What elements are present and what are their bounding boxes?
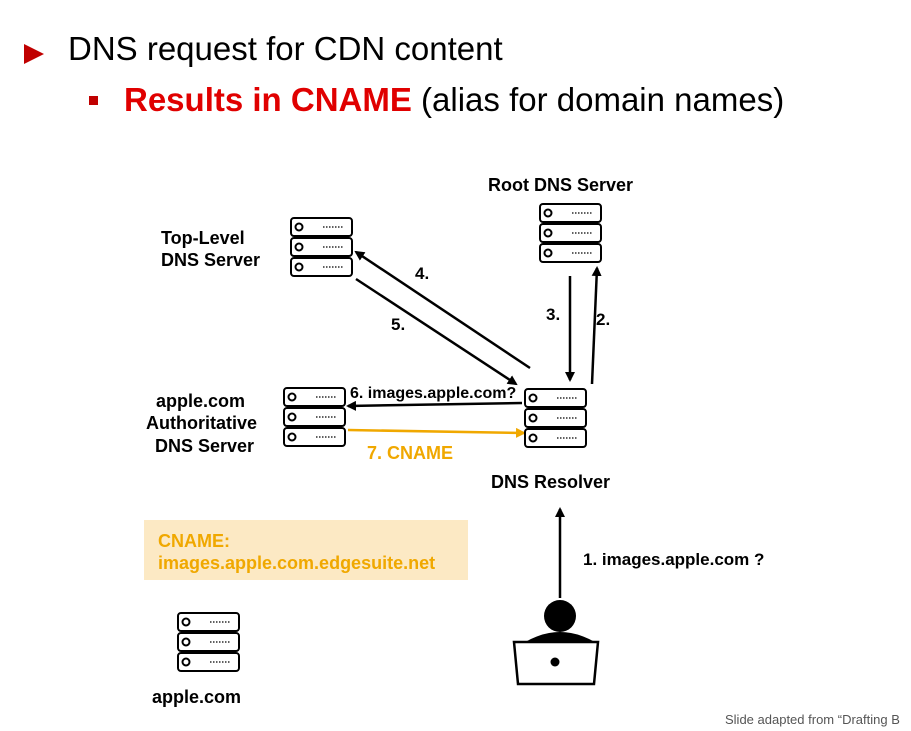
cname-text: CNAME: images.apple.com.edgesuite.net	[158, 530, 435, 574]
tld-server-icon	[290, 217, 353, 277]
user-laptop-icon	[512, 600, 600, 686]
arrow-step-4	[354, 250, 531, 370]
apple-server-icon	[177, 612, 240, 672]
bullet-square	[89, 96, 98, 105]
resolver-label: DNS Resolver	[491, 472, 611, 492]
subtitle-rest: (alias for domain names)	[411, 81, 785, 118]
apple-label: apple.com	[152, 687, 242, 707]
subtitle-highlight: Results in CNAME	[124, 81, 412, 118]
auth-label-line2: Authoritative	[146, 413, 258, 433]
root-server-icon	[539, 203, 602, 263]
slide-title: DNS request for CDN content	[68, 30, 503, 67]
arrow-step-7	[347, 427, 526, 438]
tld-label-line1: Top-Level	[161, 228, 245, 248]
step-2-label: 2.	[596, 310, 611, 329]
slide-footer: Slide adapted from “Drafting B	[725, 712, 900, 727]
root-dns-label: Root DNS Server	[488, 175, 634, 195]
arrow-step-6	[346, 400, 523, 411]
tld-label-line2: DNS Server	[161, 250, 261, 270]
step-5-label: 5.	[391, 315, 406, 334]
cname-heading: CNAME:	[158, 531, 230, 551]
cname-box: CNAME: images.apple.com.edgesuite.net	[144, 520, 468, 580]
arrow-step-2	[590, 266, 602, 385]
step-1-label: 1. images.apple.com ?	[583, 550, 765, 569]
step-6-label: 6. images.apple.com?	[350, 385, 517, 402]
step-7-label: 7. CNAME	[367, 443, 454, 463]
bullet-triangle	[24, 44, 44, 64]
authoritative-server-icon	[283, 387, 346, 447]
step-3-label: 3.	[546, 305, 561, 324]
slide-subtitle: Results in CNAME (alias for domain names…	[124, 81, 784, 119]
arrow-step-5	[355, 277, 518, 386]
cname-value: images.apple.com.edgesuite.net	[158, 553, 436, 573]
auth-label-line3: DNS Server	[155, 436, 255, 456]
step-4-label: 4.	[415, 264, 430, 283]
auth-label-line1: apple.com	[156, 391, 246, 411]
resolver-server-icon	[524, 388, 587, 448]
